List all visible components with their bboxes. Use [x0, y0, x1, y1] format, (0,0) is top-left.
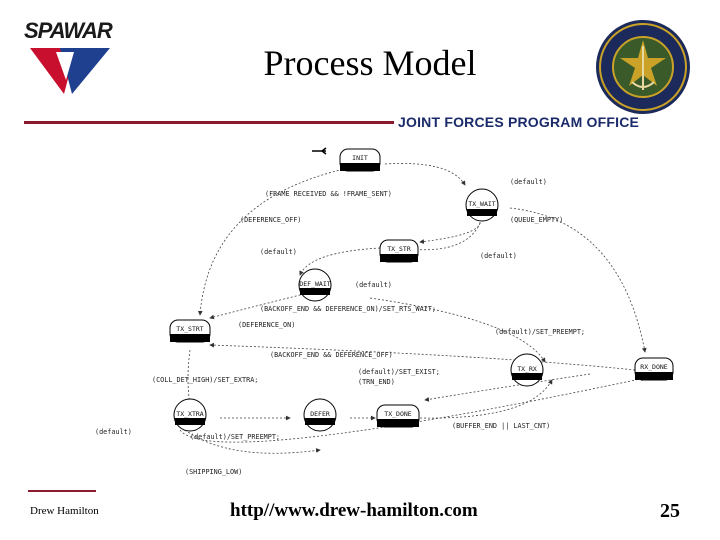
- transition-label: (default): [510, 178, 547, 186]
- state-tx-str: TX_STR: [379, 239, 419, 263]
- transition-labels: (default) (FRAME RECEIVED && !FRAME_SENT…: [95, 178, 585, 476]
- process-model-diagram: INIT TX_WAIT TX_STR DEF_WAIT TX_STRT RX_…: [95, 147, 674, 476]
- state-def-wait: DEF_WAIT: [298, 268, 332, 302]
- transition-label: (default)/SET_EXIST;: [358, 368, 440, 376]
- transition-label: (BUFFER_END || LAST_CNT): [452, 422, 550, 430]
- state-tx-rx: TX_RX: [510, 353, 544, 387]
- state-defer: DEFER: [303, 398, 337, 432]
- program-seal-icon: [596, 20, 690, 114]
- author-name: Drew Hamilton: [30, 505, 99, 517]
- state-label: DEF_WAIT: [299, 280, 330, 288]
- state-tx-strt: TX_STRT: [169, 319, 211, 343]
- state-tx-wait: TX_WAIT: [465, 188, 499, 222]
- state-label: TX_XTRA: [176, 410, 203, 418]
- transition-label: (DEFERENCE_ON): [238, 321, 295, 329]
- state-rx-done: RX_DONE: [634, 357, 674, 381]
- transition-label: (default): [480, 252, 517, 260]
- state-label: TX_STR: [387, 245, 411, 253]
- state-tx-xtra: TX_XTRA: [173, 398, 207, 432]
- state-init: INIT: [312, 147, 381, 172]
- transition-label: (default): [95, 428, 132, 436]
- state-label: TX_STRT: [176, 325, 203, 333]
- transition-label: (default)/SET_PREEMPT;: [495, 328, 585, 336]
- state-label: DEFER: [310, 410, 330, 418]
- state-label: INIT: [352, 154, 368, 162]
- page-title: Process Model: [263, 43, 477, 83]
- footer-rule: [28, 490, 96, 492]
- transition-label: (DEFERENCE_OFF): [240, 216, 301, 224]
- transition-label: (default): [355, 281, 392, 289]
- state-label: TX_DONE: [384, 410, 411, 418]
- transition-label: (default)/SET_PREEMPT;: [190, 433, 280, 441]
- spawar-logo-text: SPAWAR: [24, 18, 113, 43]
- page-number: 25: [660, 500, 680, 522]
- office-name: JOINT FORCES PROGRAM OFFICE: [398, 114, 640, 130]
- header-rule: [24, 121, 394, 124]
- transition-label: (COLL_DET_HIGH)/SET_EXTRA;: [152, 376, 258, 384]
- spawar-logo-icon: [30, 48, 110, 94]
- transition-label: (QUEUE_EMPTY): [510, 216, 563, 224]
- transition-edges: [179, 163, 647, 454]
- state-label: TX_RX: [517, 365, 537, 373]
- transition-label: (FRAME RECEIVED && !FRAME_SENT): [265, 190, 392, 198]
- transition-label: (SHIPPING_LOW): [185, 468, 242, 476]
- state-label: RX_DONE: [640, 363, 667, 371]
- state-tx-done: TX_DONE: [376, 404, 420, 428]
- transition-label: (BACKOFF_END && DEFERENCE_ON)/SET_RTS_WA…: [260, 305, 436, 313]
- transition-label: (BACKOFF_END && DEFERENCE_OFF): [270, 351, 393, 359]
- website-url[interactable]: http//www.drew-hamilton.com: [230, 500, 478, 521]
- transition-label: (TRN_END): [358, 378, 395, 386]
- transition-label: (default): [260, 248, 297, 256]
- state-label: TX_WAIT: [468, 200, 495, 208]
